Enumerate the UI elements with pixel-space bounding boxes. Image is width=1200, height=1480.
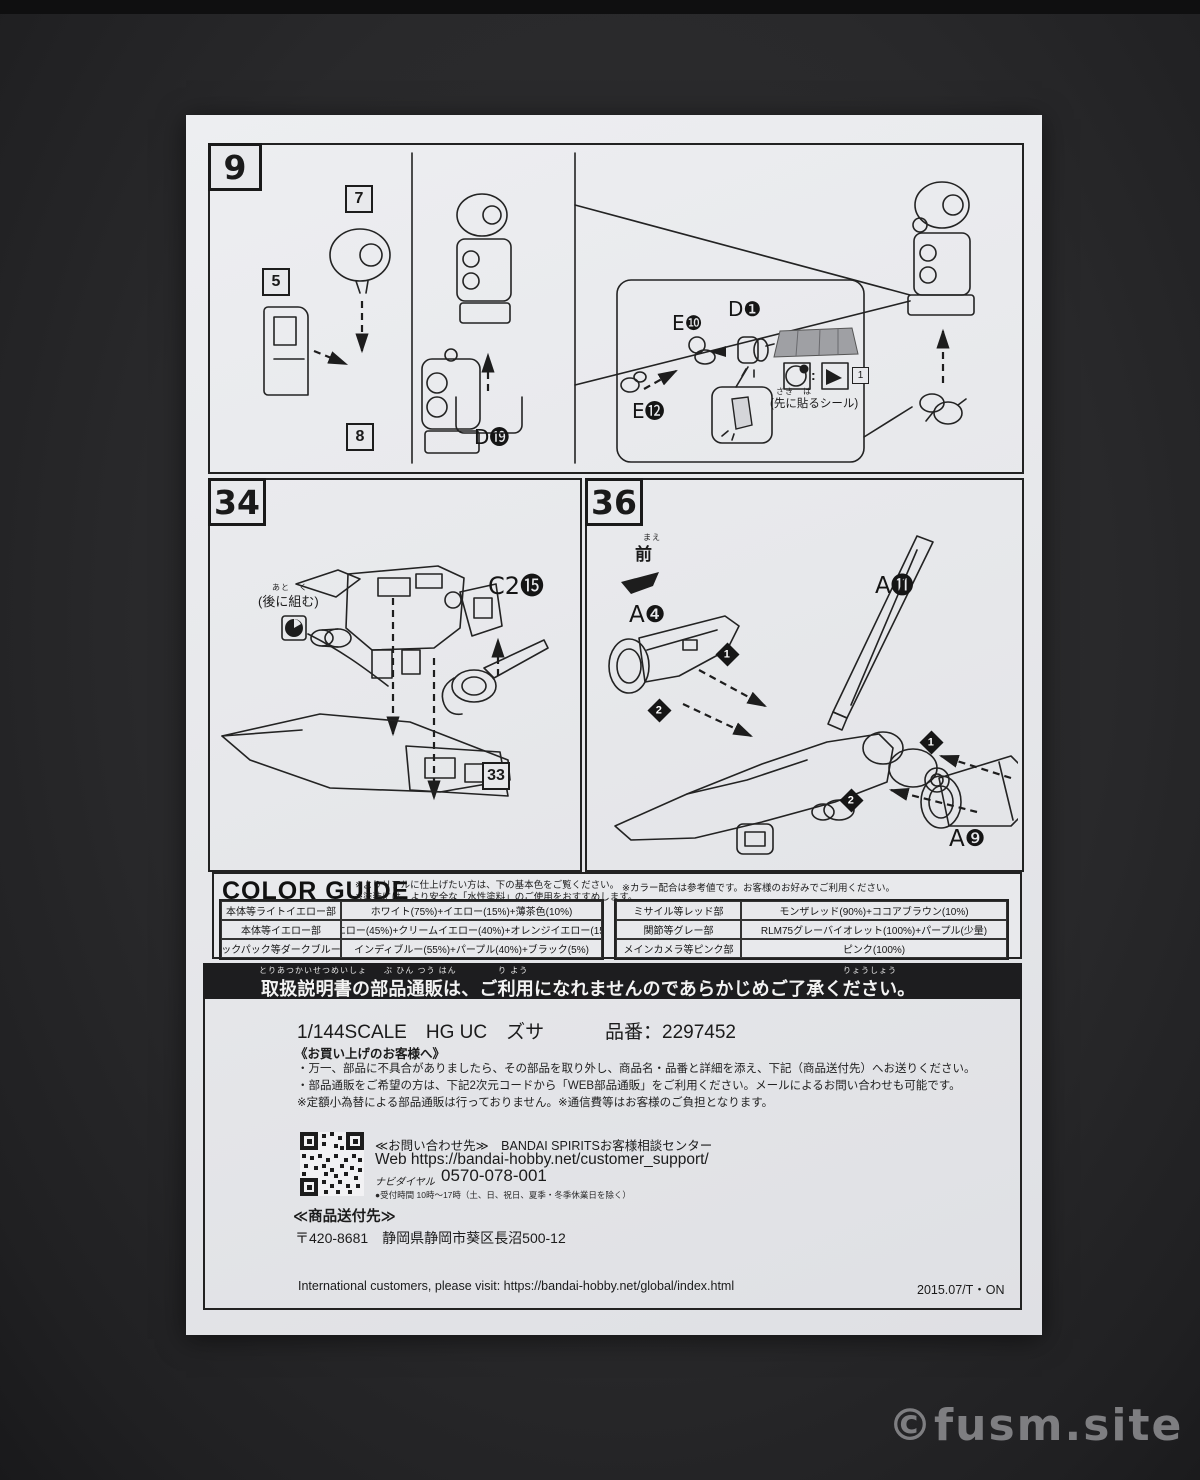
step-number-box: 9 xyxy=(208,143,262,191)
sequence-number: 1 xyxy=(928,736,935,749)
front-direction-arrow-icon xyxy=(621,572,659,594)
color-row-label: ミサイル等レッド部 xyxy=(616,901,741,920)
front-label-furigana: まえ xyxy=(643,533,661,542)
sequence-number: 2 xyxy=(848,794,855,807)
part-label-8: 8 xyxy=(355,428,365,445)
photo-top-shadow xyxy=(0,0,1200,14)
color-guide-section: COLOR GUIDE ※よりリアルに仕上げたい方は、下の基本色をご覧ください。… xyxy=(212,872,1022,960)
step-34-panel: 34 あと く (後に組む) C2⓯ 33 xyxy=(208,478,582,872)
sequence-number: 1 xyxy=(724,648,731,661)
color-guide-note-1: ※よりリアルに仕上げたい方は、下の基本色をご覧ください。 xyxy=(355,880,620,891)
color-row-value: イエロー(45%)+クリームイエロー(40%)+オレンジイエロー(15%) xyxy=(341,920,602,939)
banner-furigana-3: り よう xyxy=(498,966,529,975)
part-label-e12: E⓬ xyxy=(632,399,665,423)
part-label-box-8: 8 xyxy=(346,423,374,451)
part-label-a4: A❹ xyxy=(629,602,666,628)
color-row-label: 関節等グレー部 xyxy=(616,920,741,939)
international-note: International customers, please visit: h… xyxy=(298,1279,735,1293)
part-label-a9: A❾ xyxy=(949,826,986,852)
color-row-label: バックパック等ダークブルー部 xyxy=(221,939,341,958)
customer-info-section: 1/144SCALE HG UC ズサ 品番：2297452 《お買い上げのお客… xyxy=(203,999,1022,1310)
step-number-box: 34 xyxy=(208,478,266,526)
customer-note-line-1: ・万一、部品に不具合がありましたら、その部品を取り外し、商品名・品番と詳細を添え… xyxy=(297,1063,976,1075)
ship-to-address: 〒420-8681 静岡県静岡市葵区長沼500-12 xyxy=(295,1230,566,1246)
customer-note-line-3: ※定額小為替による部品通販は行っておりません。※通信費等はお客様のご負担となりま… xyxy=(297,1097,774,1109)
step-36-panel: 36 まえ 前 A❹ A⓫ A❾ 1 2 1 2 xyxy=(585,478,1024,872)
date-code: 2015.07/T・ON xyxy=(917,1283,1005,1297)
product-title: 1/144SCALE HG UC ズサ xyxy=(297,1022,545,1043)
part-label-d19: D⓳ xyxy=(474,425,510,449)
color-guide-table-right: ミサイル等レッド部モンザレッド(90%)+ココアブラウン(10%) 関節等グレー… xyxy=(614,899,1009,960)
color-row-label: メインカメラ等ピンク部 xyxy=(616,939,741,958)
step-9-panel: 9 7 5 8 D⓳ E❿ D❶ E⓬ : 1 さき は (先に貼るシール) xyxy=(208,143,1024,474)
part-label-a11: A⓫ xyxy=(875,573,914,599)
part-label-5: 5 xyxy=(271,273,281,290)
step-number: 34 xyxy=(214,482,260,522)
color-guide-note-3: ※カラー配合は参考値です。お客様のお好みでご利用ください。 xyxy=(622,883,896,894)
step-number: 36 xyxy=(591,482,637,522)
support-url: Web https://bandai-hobby.net/customer_su… xyxy=(375,1151,709,1168)
part-label-c2-15: C2⓯ xyxy=(488,572,545,600)
color-row-value: インディブルー(55%)+パープル(40%)+ブラック(5%) xyxy=(341,939,602,958)
color-row-value: モンザレッド(90%)+ココアブラウン(10%) xyxy=(741,901,1007,920)
assemble-later-note: (後に組む) xyxy=(258,594,319,609)
part-label-box-5: 5 xyxy=(262,268,290,296)
step-9-diagram xyxy=(263,152,975,464)
color-row-value: RLM75グレーバイオレット(100%)+パープル(少量) xyxy=(741,920,1007,939)
step-number: 9 xyxy=(223,147,247,187)
to-customer-heading: 《お買い上げのお客様へ》 xyxy=(295,1047,446,1061)
support-phone: 0570-078-001 xyxy=(441,1166,547,1185)
sequence-number: 2 xyxy=(656,704,663,717)
part-label-e10: E❿ xyxy=(672,311,703,335)
part-label-d1: D❶ xyxy=(728,297,762,321)
banner-furigana-1: とりあつかいせつめいしょ xyxy=(259,966,367,975)
sticker-colon: : xyxy=(811,367,816,383)
sticker-note: (先に貼るシール) xyxy=(770,398,859,410)
banner-furigana-4: りょうしょう xyxy=(843,966,897,975)
assemble-later-furigana: あと く xyxy=(272,583,308,592)
part-label-box-7: 7 xyxy=(345,185,373,213)
instruction-sheet-paper: 9 7 5 8 D⓳ E❿ D❶ E⓬ : 1 さき は (先に貼るシール) xyxy=(186,115,1042,1335)
color-guide-table-left: 本体等ライトイエロー部ホワイト(75%)+イエロー(15%)+薄茶色(10%) … xyxy=(219,899,604,960)
ship-to-heading: ≪商品送付先≫ xyxy=(293,1209,396,1225)
banner-text: 取扱説明書の部品通販は、ご利用になれませんのであらかじめご了承ください。 xyxy=(261,979,916,999)
inquiry-heading: ≪お問い合わせ先≫ BANDAI SPIRITSお客様相談センター xyxy=(375,1139,713,1153)
parts-order-notice-banner: とりあつかいせつめいしょ ぶ ひん つう はん り よう りょうしょう 取扱説明… xyxy=(203,963,1022,999)
part-label-7: 7 xyxy=(354,190,364,207)
sticker-note-furigana: さき は xyxy=(776,387,812,396)
color-row-label: 本体等ライトイエロー部 xyxy=(221,901,341,920)
support-hours: ●受付時間 10時～17時（土、日、祝日、夏季・冬季休業日を除く） xyxy=(375,1190,631,1200)
step-34-diagram xyxy=(221,565,549,801)
step-ref-33: 33 xyxy=(487,767,505,784)
step-ref-box-33: 33 xyxy=(482,762,510,790)
qr-code xyxy=(300,1132,364,1196)
color-guide-note-2: ※塗装には、より安全な「水性塗料」のご使用をおすすめします。 xyxy=(355,892,638,903)
sticker-number: 1 xyxy=(857,370,864,381)
front-label: 前 xyxy=(635,545,652,564)
navi-dial-label: ナビダイヤル xyxy=(375,1177,435,1188)
sticker-number-box: 1 xyxy=(852,367,869,384)
watermark: ©fusm.site xyxy=(888,1400,1184,1451)
banner-furigana-2: ぶ ひん つう はん xyxy=(384,966,457,975)
product-code: 品番：2297452 xyxy=(605,1022,736,1043)
color-row-value: ピンク(100%) xyxy=(741,939,1007,958)
step-number-box: 36 xyxy=(585,478,643,526)
color-row-value: ホワイト(75%)+イエロー(15%)+薄茶色(10%) xyxy=(341,901,602,920)
color-row-label: 本体等イエロー部 xyxy=(221,920,341,939)
customer-note-line-2: ・部品通販をご希望の方は、下記2次元コードから「WEB部品通販」をご利用ください… xyxy=(297,1080,961,1092)
